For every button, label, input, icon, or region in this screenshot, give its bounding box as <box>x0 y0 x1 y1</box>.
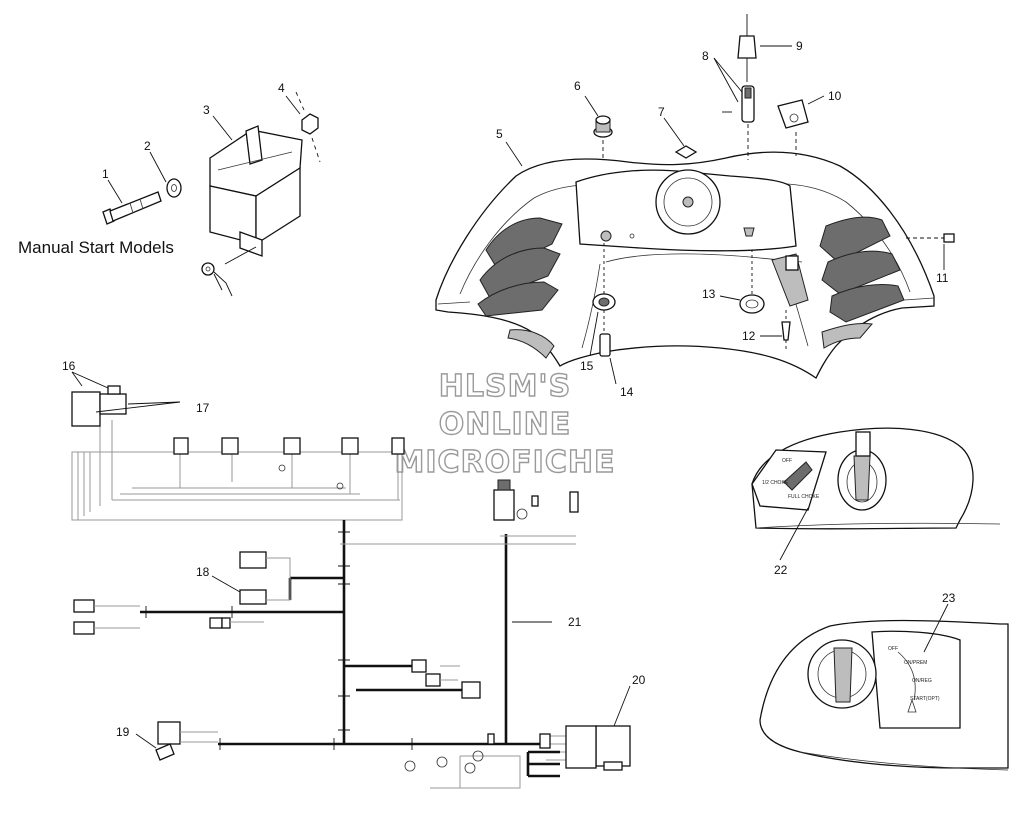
clip-part <box>674 145 698 159</box>
callout-4: 4 <box>278 81 285 95</box>
ring-terminal-part <box>201 246 257 297</box>
bracket-part <box>777 95 825 156</box>
callout-22: 22 <box>774 563 788 577</box>
dash-shell <box>435 151 935 379</box>
dash-panel-group <box>435 151 935 379</box>
callout-17: 17 <box>196 401 210 415</box>
right-vent-lower <box>829 283 905 323</box>
watermark: HLSM'S ONLINE MICROFICHE <box>394 368 616 480</box>
callout-8: 8 <box>702 49 709 63</box>
choke-lever-icon <box>783 461 813 491</box>
callout-23: 23 <box>942 591 956 605</box>
watermark-line-1: HLSM'S <box>439 369 571 404</box>
plug-part <box>713 14 792 160</box>
connector-20 <box>595 725 631 767</box>
connector-21 <box>493 489 515 521</box>
screw-part <box>906 233 955 270</box>
section-label: Manual Start Models <box>18 238 174 257</box>
callout-10: 10 <box>828 89 842 103</box>
watermark-line-3: MICROFICHE <box>395 445 616 480</box>
left-vent-middle <box>479 247 561 299</box>
choke-label-off: OFF <box>782 458 792 464</box>
right-vent-middle <box>821 250 901 295</box>
cdi-box-part <box>209 125 303 257</box>
callout-16: 16 <box>62 359 76 373</box>
manual-start-group: Manual Start Models <box>18 91 321 297</box>
choke-label-half: 1/2 CHOKE <box>762 480 789 486</box>
bolt-part <box>102 191 162 225</box>
left-vent-upper <box>485 217 563 271</box>
nut-part <box>295 91 321 163</box>
callout-3: 3 <box>203 103 210 117</box>
connector-16-left <box>71 391 101 427</box>
callout-2: 2 <box>144 139 151 153</box>
dash-hardware <box>505 14 955 385</box>
connector-18-upper <box>239 551 267 569</box>
key-position-off: OFF <box>888 646 898 652</box>
callout-1: 1 <box>102 167 109 181</box>
bulb-socket-part <box>589 242 617 385</box>
callout-20: 20 <box>632 673 646 687</box>
left-vent-lower <box>477 281 559 317</box>
choke-panel-group: OFF 1/2 CHOKE FULL CHOKE <box>751 427 1001 561</box>
key-position-on-prem: ON/PREM <box>904 660 927 666</box>
connector-19 <box>157 721 181 745</box>
callout-9: 9 <box>796 39 803 53</box>
callout-6: 6 <box>574 79 581 93</box>
watermark-line-2: ONLINE <box>439 407 572 442</box>
callout-14: 14 <box>620 385 634 399</box>
callout-5: 5 <box>496 127 503 141</box>
callout-7: 7 <box>658 105 665 119</box>
key-switch-group: OFF ON/PREM ON/REG START(OPT) <box>759 603 1009 771</box>
callout-11: 11 <box>936 271 949 285</box>
callout-15: 15 <box>580 359 594 373</box>
choke-label-full: FULL CHOKE <box>788 494 820 500</box>
washer-part <box>166 178 182 198</box>
key-position-on-reg: ON/REG <box>912 678 932 684</box>
callout-18: 18 <box>196 565 210 579</box>
wiring-harness <box>71 371 631 789</box>
grommet-part <box>584 95 613 158</box>
key-position-start: START(OPT) <box>910 696 940 702</box>
callout-numbers: 1 2 3 4 5 6 7 8 9 10 11 12 13 14 15 16 1… <box>62 39 956 739</box>
callout-12: 12 <box>742 329 756 343</box>
callout-21: 21 <box>568 615 582 629</box>
callout-19: 19 <box>116 725 130 739</box>
knob-grommet-part <box>719 250 765 314</box>
connector-18-lower <box>239 589 267 605</box>
callout-13: 13 <box>702 287 716 301</box>
